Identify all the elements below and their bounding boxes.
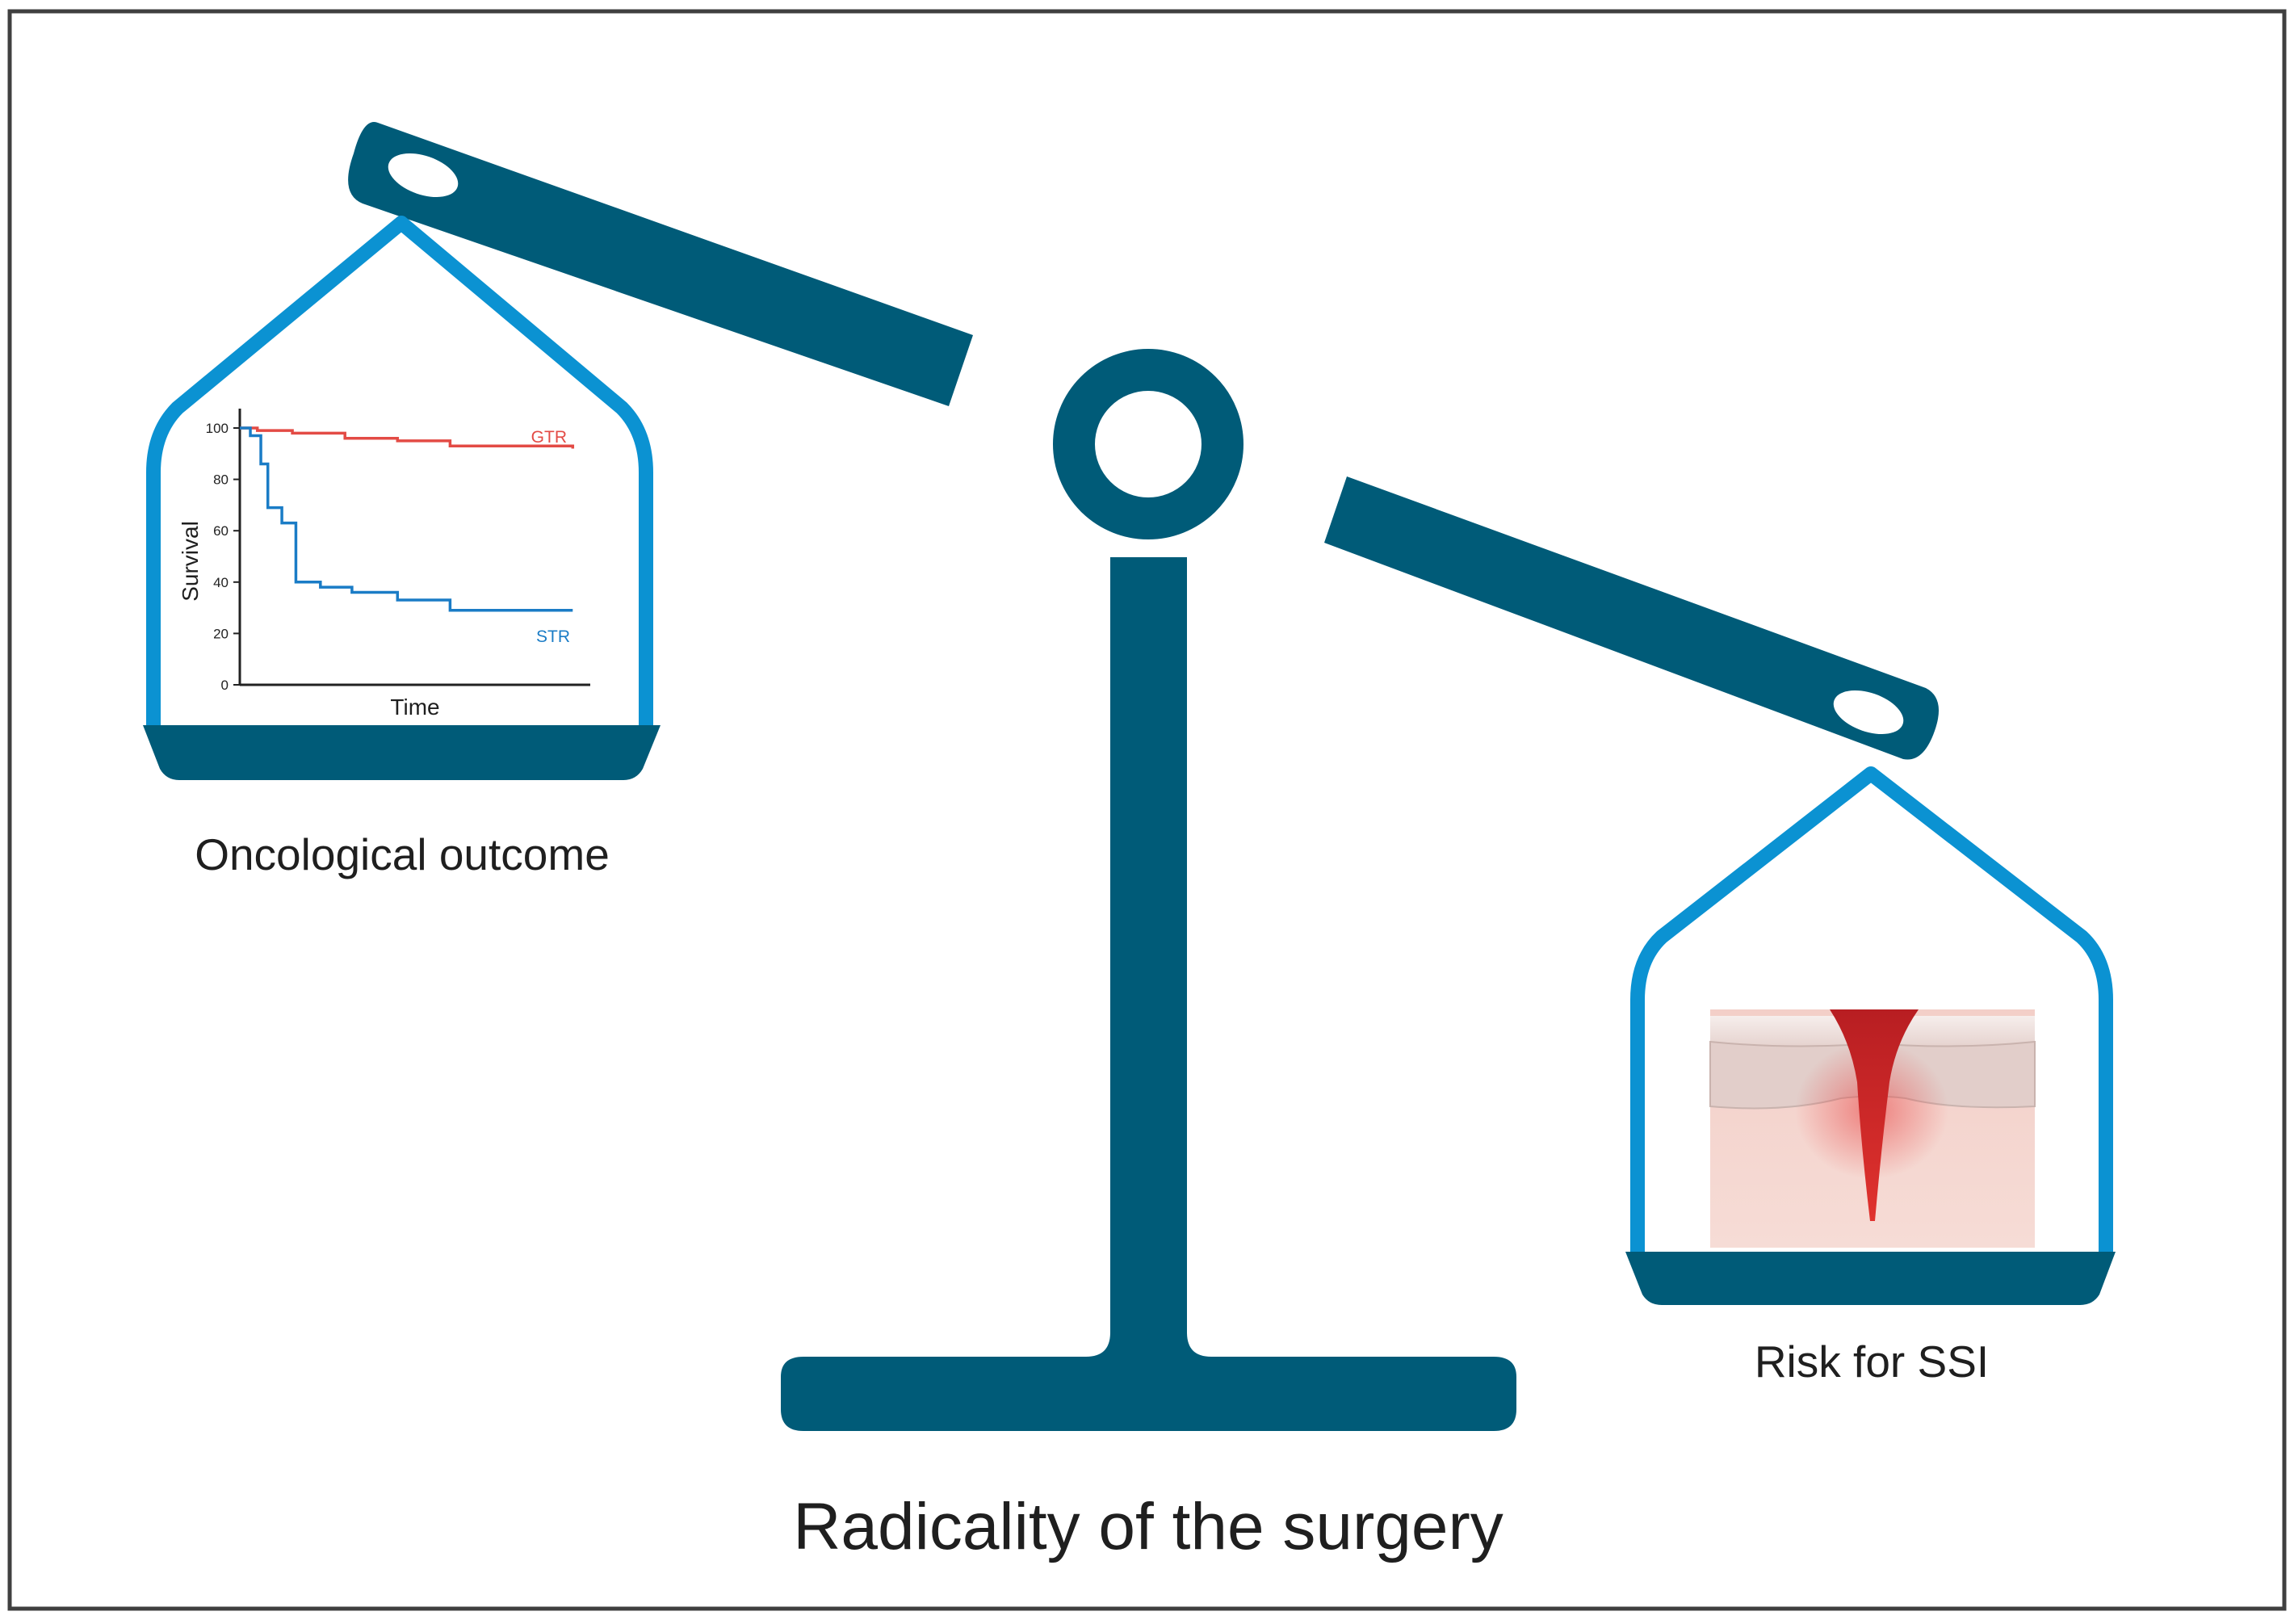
chart-x-label: Time — [390, 695, 439, 720]
series-line-str — [240, 426, 573, 612]
y-tick-label: 100 — [206, 421, 229, 436]
wound-incision — [1830, 1009, 1919, 1221]
main-caption: Radicality of the surgery — [793, 1490, 1503, 1563]
right-pan-base — [1625, 1252, 2116, 1305]
beam-right-hole — [1833, 690, 1904, 735]
series-line-gtr — [240, 426, 575, 449]
y-tick-label: 60 — [213, 523, 229, 539]
right-pan-label: Risk for SSI — [1755, 1337, 1989, 1387]
left-pan-base — [143, 725, 661, 780]
stand-body — [781, 557, 1516, 1431]
chart-y-ticks: 0 20 40 60 80 100 — [206, 421, 240, 693]
scale-beam — [348, 122, 1940, 760]
series-label-gtr: GTR — [531, 428, 567, 447]
right-pan-outline — [1630, 766, 2113, 1254]
series-label-str: STR — [536, 627, 570, 646]
y-tick-label: 40 — [213, 575, 229, 590]
beam-left-hole — [388, 153, 459, 198]
beam-left-arm — [348, 122, 973, 407]
left-pan-outline — [146, 216, 653, 728]
right-pan — [1625, 766, 2116, 1305]
y-tick-label: 0 — [221, 678, 229, 693]
left-pan-label: Oncological outcome — [195, 829, 610, 879]
outer-frame — [7, 9, 2287, 1611]
chart-y-label: Survival — [178, 521, 203, 602]
skin-wound-icon — [1709, 1009, 2036, 1248]
pivot-ring — [1053, 349, 1243, 539]
left-pan — [143, 216, 661, 780]
y-tick-label: 80 — [213, 472, 229, 488]
survival-chart: 0 20 40 60 80 100 GTR STR Time Survival — [178, 409, 590, 720]
beam-right-arm — [1324, 476, 1940, 760]
y-tick-label: 20 — [213, 626, 229, 641]
scale-stand — [781, 557, 1516, 1431]
